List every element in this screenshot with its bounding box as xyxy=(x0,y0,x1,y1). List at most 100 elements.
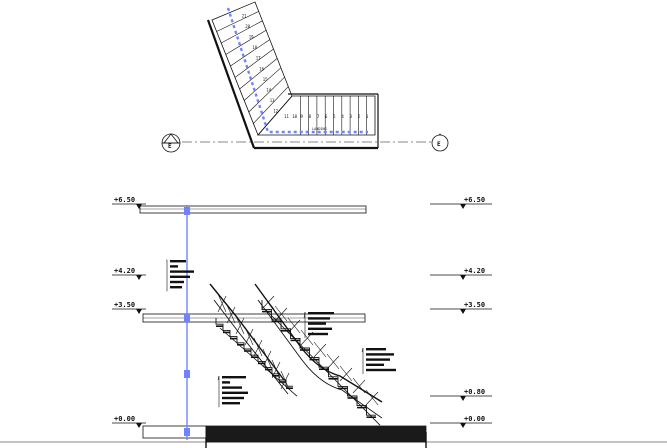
baluster xyxy=(352,379,366,394)
baluster xyxy=(217,293,227,313)
baluster xyxy=(261,293,275,310)
annotation-callout xyxy=(308,327,332,330)
annotation-callout xyxy=(308,312,334,315)
plan-step-number: 15 xyxy=(263,77,268,82)
baluster xyxy=(280,370,290,390)
baluster xyxy=(261,295,275,310)
annotation-callout xyxy=(366,368,396,372)
level-label-left: +4.20 xyxy=(114,267,135,275)
baluster xyxy=(287,317,301,334)
plan-tread-line xyxy=(239,58,278,90)
baluster xyxy=(235,315,245,335)
annotation-callout xyxy=(366,358,390,361)
annotation-callout xyxy=(170,280,184,284)
baluster xyxy=(271,359,281,379)
level-label-right: +3.50 xyxy=(464,301,485,309)
annotation-callout xyxy=(366,363,384,366)
annotation-callout xyxy=(170,260,186,263)
annotation-callout xyxy=(308,317,330,320)
baluster xyxy=(262,348,272,368)
annotation-leader xyxy=(361,347,364,353)
baluster xyxy=(365,391,379,406)
level-markers-left: +6.50+4.20+3.50+0.00 xyxy=(112,196,146,428)
annotation-leader xyxy=(303,311,306,319)
annotation-callout xyxy=(222,396,244,400)
annotation-callout xyxy=(366,348,386,351)
level-triangle-icon xyxy=(136,204,142,209)
ground-slab xyxy=(205,425,427,443)
handrail-front-lower xyxy=(213,299,289,395)
level-markers-right: +6.50+4.20+3.50+0.80+0.00 xyxy=(430,196,492,428)
plan-step-number: 1 xyxy=(366,114,369,119)
level-triangle-icon xyxy=(460,396,466,401)
baluster xyxy=(253,337,263,357)
plan-step-number: 13 xyxy=(270,98,275,103)
plan-step-number: 6 xyxy=(325,114,328,119)
baluster xyxy=(262,350,272,368)
ground-edge xyxy=(142,425,207,439)
plan-step-number: 14 xyxy=(266,88,271,93)
baluster xyxy=(339,365,353,382)
plan-treads-lower xyxy=(299,96,368,135)
annotation-callout xyxy=(222,391,248,394)
plan-step-number: 4 xyxy=(341,114,344,119)
annotation-callout xyxy=(170,275,190,278)
level-triangle-icon xyxy=(136,309,142,314)
annotation-callout xyxy=(170,270,194,273)
plan-tread-line xyxy=(248,76,285,113)
plan-step-number: 8 xyxy=(309,114,312,119)
level-label-right: +0.00 xyxy=(464,415,485,423)
plan-walk-line xyxy=(226,7,368,134)
section-marker-left-tag: E xyxy=(168,143,172,150)
annotation-callout xyxy=(222,402,240,405)
baluster xyxy=(244,326,254,346)
baluster xyxy=(300,329,314,346)
plan-step-number: 11 xyxy=(284,114,289,119)
plan-step-number: 18 xyxy=(252,45,257,50)
section-annotations xyxy=(166,259,396,408)
annotation-leader xyxy=(217,375,220,381)
plan-tread-line xyxy=(253,86,289,124)
baluster xyxy=(226,306,236,324)
baluster xyxy=(274,305,288,322)
plan-step-number: 10 xyxy=(292,114,297,119)
plan-step-number: 12 xyxy=(273,109,278,114)
baluster xyxy=(226,304,236,324)
level-triangle-icon xyxy=(136,275,142,280)
plan-step-number: 16 xyxy=(259,66,264,71)
baluster xyxy=(217,295,227,313)
section-marker-right: E xyxy=(431,133,449,152)
annotation-callout xyxy=(366,353,394,356)
plan-step-number: 9 xyxy=(300,114,303,119)
handrail-back xyxy=(254,283,383,403)
baluster xyxy=(280,372,290,390)
level-label-left: +3.50 xyxy=(114,301,135,309)
plan-step-number: 3 xyxy=(350,114,353,119)
handrail-balusters xyxy=(217,293,379,406)
annotation-callout xyxy=(170,286,182,289)
annotation-callout xyxy=(308,332,328,336)
plan-landing-label: LANDING xyxy=(312,127,327,131)
plan-tread-line xyxy=(230,39,270,67)
level-triangle-icon xyxy=(136,423,142,428)
plan-tread-line xyxy=(221,20,263,44)
slab-top xyxy=(139,205,367,214)
plan-outer-wall-left xyxy=(206,19,256,149)
annotation-callout xyxy=(308,322,326,325)
plan-step-number: 5 xyxy=(333,114,336,119)
plan-step-number: 21 xyxy=(242,13,247,18)
level-label-left: +0.00 xyxy=(114,415,135,423)
plan-tread-line xyxy=(216,11,259,32)
annotation-callout xyxy=(222,381,230,384)
baluster xyxy=(352,377,366,394)
section-marker-left: E xyxy=(161,133,181,153)
baluster xyxy=(253,339,263,357)
annotation-callout xyxy=(222,376,246,379)
section-marker-right-tag: E xyxy=(437,141,441,148)
baluster xyxy=(365,389,379,406)
stair-section xyxy=(0,205,667,448)
plan-step-number: 20 xyxy=(245,24,250,29)
baluster xyxy=(326,353,340,370)
section-reference-line xyxy=(184,205,190,440)
